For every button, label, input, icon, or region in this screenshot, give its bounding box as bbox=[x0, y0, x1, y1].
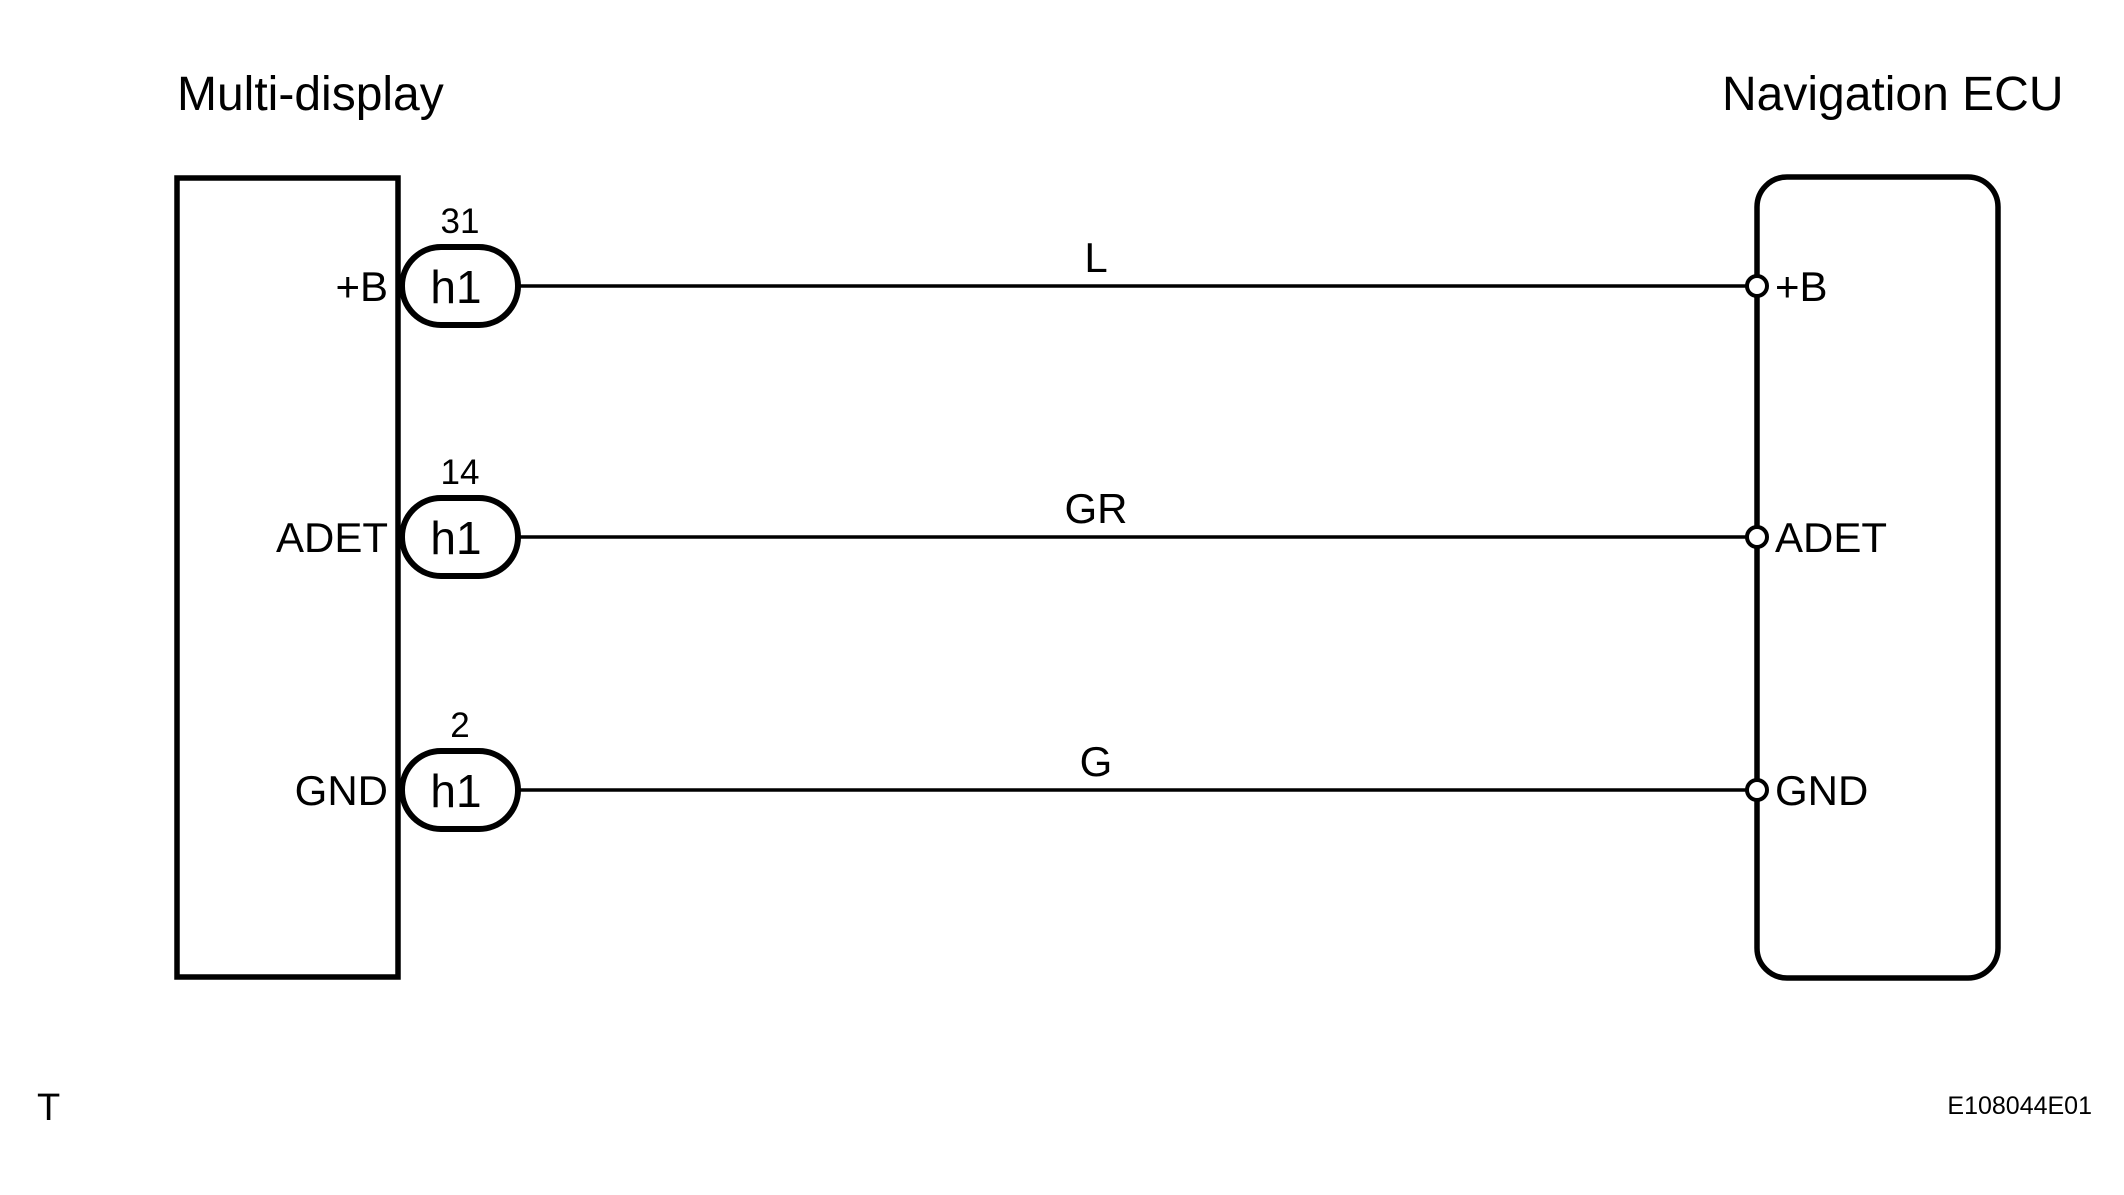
wire-color-label: GR bbox=[1065, 485, 1128, 532]
right-pin-label: ADET bbox=[1775, 514, 1887, 561]
multi-display-box bbox=[174, 175, 401, 980]
pin-number: 14 bbox=[441, 453, 480, 492]
wire-color-label: L bbox=[1084, 234, 1107, 281]
terminal-circle bbox=[1745, 778, 1769, 802]
connector-pill bbox=[399, 244, 521, 328]
connector-pill bbox=[399, 748, 521, 832]
right-component-title: Navigation ECU bbox=[1722, 68, 2063, 121]
pin-number: 2 bbox=[450, 706, 469, 745]
connector-code: h1 bbox=[430, 512, 481, 564]
figure-code: E108044E01 bbox=[1947, 1092, 2092, 1120]
connection-row: GR ADET 14 h1 ADET bbox=[276, 453, 1887, 579]
wire-color-label: G bbox=[1080, 738, 1113, 785]
connector-code: h1 bbox=[430, 765, 481, 817]
connector-pill bbox=[399, 495, 521, 579]
terminal-circle bbox=[1745, 274, 1769, 298]
page-marker: T bbox=[37, 1087, 60, 1129]
connector-code: h1 bbox=[430, 261, 481, 313]
left-pin-label: GND bbox=[295, 767, 388, 814]
left-pin-label: +B bbox=[335, 263, 388, 310]
left-component-title: Multi-display bbox=[177, 68, 444, 121]
connection-row: L +B 31 h1 +B bbox=[335, 202, 1828, 328]
connection-row: G GND 2 h1 GND bbox=[295, 706, 1868, 832]
navigation-ecu-box bbox=[1754, 174, 2001, 981]
right-pin-label: GND bbox=[1775, 767, 1868, 814]
terminal-circle bbox=[1745, 525, 1769, 549]
left-pin-label: ADET bbox=[276, 514, 388, 561]
pin-number: 31 bbox=[441, 202, 480, 241]
right-pin-label: +B bbox=[1775, 263, 1828, 310]
